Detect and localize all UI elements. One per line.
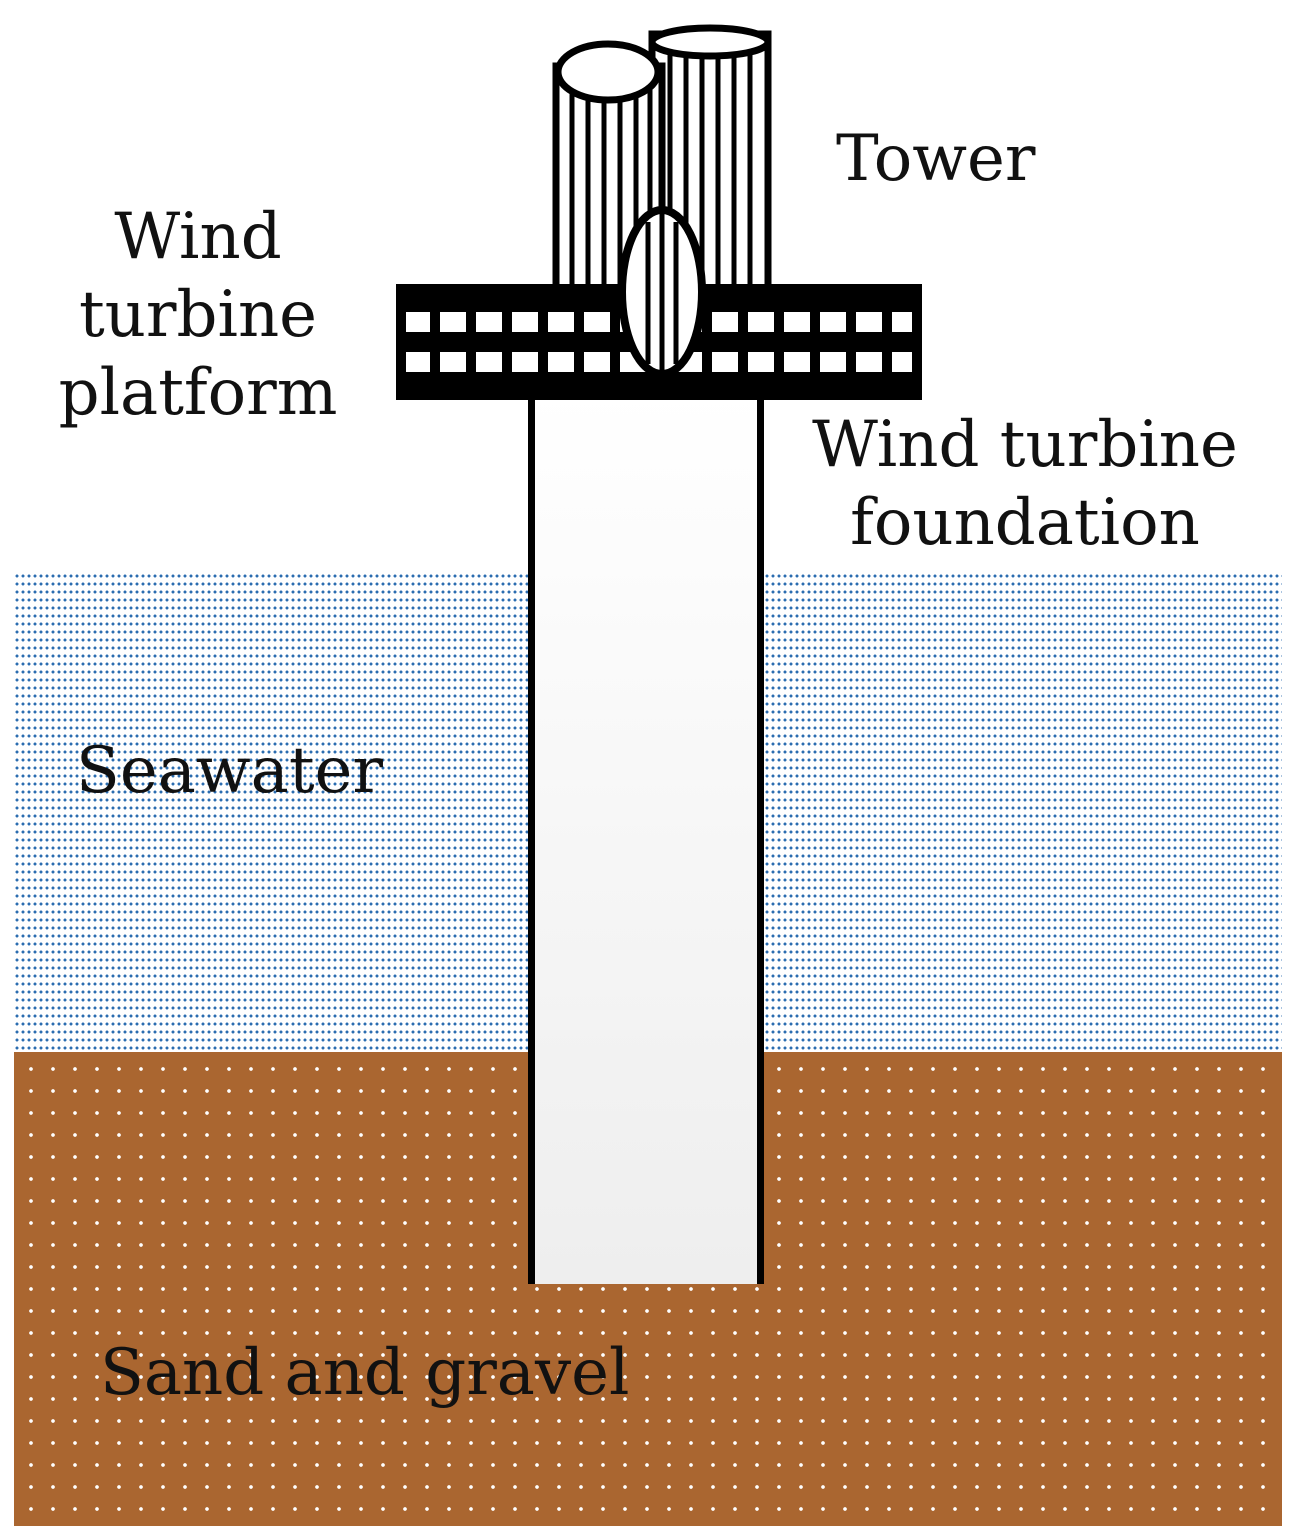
- platform-label-line-2: turbine: [78, 278, 318, 353]
- wind-turbine-platform-label: Wind turbine platform: [40, 198, 356, 432]
- sand-and-gravel-label: Sand and gravel: [100, 1336, 630, 1410]
- monopile-foundation: [528, 390, 764, 1284]
- platform-label-line-1: Wind: [114, 200, 282, 274]
- platform-drawing: [396, 206, 922, 400]
- seawater-label: Seawater: [76, 734, 383, 808]
- tower-label: Tower: [836, 122, 1036, 196]
- platform-label-line-3: platform: [58, 356, 338, 431]
- foundation-label-line-1: Wind turbine: [812, 408, 1238, 482]
- wind-turbine-foundation-label: Wind turbine foundation: [790, 406, 1260, 562]
- foundation-label-line-2: foundation: [850, 486, 1200, 561]
